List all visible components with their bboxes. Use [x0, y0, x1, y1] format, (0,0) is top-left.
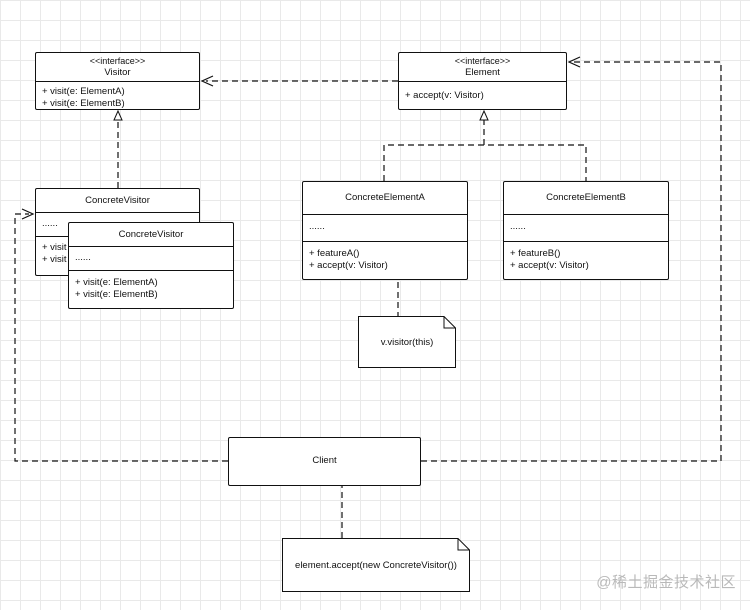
client-name: Client: [312, 455, 337, 466]
concrete-element-b-fields: ......: [510, 221, 526, 232]
concrete-visitor-back-method: + visit: [42, 254, 67, 265]
visitor-stereotype: <<interface>>: [89, 56, 146, 66]
concrete-visitor-back-method: + visit: [42, 242, 67, 253]
element-method: + accept(v: Visitor): [405, 90, 484, 101]
note-visitor-call[interactable]: v.visitor(this): [358, 316, 456, 368]
element-name: Element: [465, 67, 500, 78]
concrete-visitor-front-name: ConcreteVisitor: [118, 229, 184, 240]
concrete-element-a-method: + featureA(): [309, 248, 360, 259]
client-box[interactable]: Client: [228, 437, 421, 486]
watermark: @稀土掘金技术社区: [596, 574, 736, 591]
element-stereotype: <<interface>>: [454, 56, 511, 66]
note-client-call-text: element.accept(new ConcreteVisitor()): [295, 559, 457, 571]
concrete-visitor-front-box[interactable]: ConcreteVisitor ...... + visit(e: Elemen…: [68, 222, 234, 309]
visitor-method: + visit(e: ElementA): [42, 86, 125, 97]
concrete-visitor-back-name: ConcreteVisitor: [85, 195, 150, 206]
note-shape: [358, 316, 456, 368]
concrete-element-b-method: + accept(v: Visitor): [510, 260, 589, 271]
dependency-client-visitor-arrow: [21, 208, 35, 220]
concrete-element-b-method: + featureB(): [510, 248, 561, 259]
dependency-client-element: [421, 61, 722, 462]
realization-visitor-arrow: [113, 109, 123, 121]
note-client-call[interactable]: element.accept(new ConcreteVisitor()): [282, 538, 470, 592]
visitor-interface-box[interactable]: <<interface>> Visitor + visit(e: Element…: [35, 52, 200, 110]
visitor-name: Visitor: [104, 67, 131, 78]
concrete-visitor-front-method: + visit(e: ElementB): [75, 289, 158, 300]
concrete-element-a-box[interactable]: ConcreteElementA ...... + featureA() + a…: [302, 181, 468, 280]
dependency-client-element-arrow: [567, 56, 581, 68]
realization-elements: [383, 118, 587, 181]
concrete-element-a-method: + accept(v: Visitor): [309, 260, 388, 271]
concrete-visitor-back-fields: ......: [42, 218, 58, 229]
note-visitor-call-text: v.visitor(this): [380, 336, 434, 348]
element-interface-box[interactable]: <<interface>> Element + accept(v: Visito…: [398, 52, 567, 110]
concrete-visitor-front-fields: ......: [75, 252, 91, 263]
concrete-element-a-fields: ......: [309, 221, 325, 232]
note-shape: [282, 538, 470, 592]
realization-element-arrow: [479, 109, 489, 121]
concrete-element-b-box[interactable]: ConcreteElementB ...... + featureB() + a…: [503, 181, 669, 280]
dependency-element-visitor-arrow: [200, 75, 214, 87]
visitor-method: + visit(e: ElementB): [42, 98, 125, 109]
concrete-visitor-front-method: + visit(e: ElementA): [75, 277, 158, 288]
concrete-element-b-name: ConcreteElementB: [546, 192, 626, 203]
concrete-element-a-name: ConcreteElementA: [345, 192, 425, 203]
